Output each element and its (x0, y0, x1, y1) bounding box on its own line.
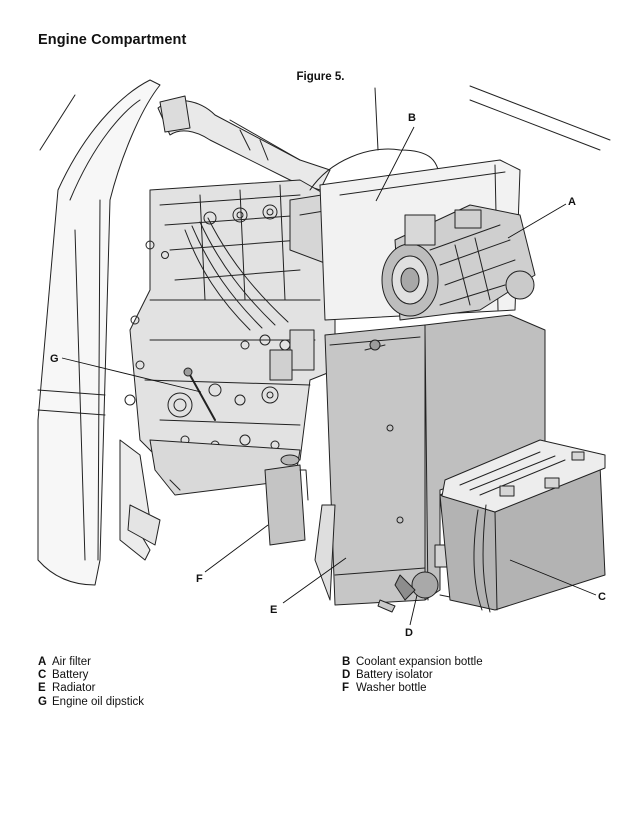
callout-label-f: F (196, 573, 203, 585)
callout-leader-g (61, 357, 202, 393)
legend-label: Washer bottle (356, 682, 427, 695)
legend-key: A (38, 656, 47, 668)
background-line (374, 87, 379, 151)
callout-leader-b (375, 126, 415, 202)
page-title: Engine Compartment (38, 32, 187, 48)
engine-block (124, 179, 336, 471)
legend-label: Air filter (52, 656, 91, 668)
battery-isolator (377, 544, 456, 613)
callout-leader-e (282, 557, 347, 604)
callout-label-d: D (405, 627, 413, 639)
legend-item: B Coolant expansion bottle (342, 656, 483, 669)
legend-key: D (342, 669, 351, 682)
background-line (469, 99, 601, 151)
legend-item: F Washer bottle (342, 682, 483, 695)
callout-leader-a (507, 203, 567, 239)
legend-item: G Engine oil dipstick (38, 696, 144, 709)
legend-key: G (38, 695, 47, 708)
callout-leader-c (509, 559, 597, 596)
legend-label: Radiator (52, 682, 96, 695)
legend-left: A Air filter C Battery E Radiator G Engine o… (38, 656, 144, 709)
oil-sump (149, 439, 301, 496)
battery (439, 439, 606, 613)
legend-label: Battery isolator (356, 669, 433, 682)
washer-bottle (264, 454, 309, 546)
legend-key: B (342, 656, 351, 668)
callout-label-a: A (568, 196, 576, 208)
callout-leader-f (204, 524, 269, 573)
background-line (469, 85, 611, 141)
legend-label: Battery (52, 669, 89, 682)
legend-item: A Air filter (38, 656, 144, 669)
air-filter (381, 204, 536, 321)
legend-label: Engine oil dipstick (52, 695, 145, 708)
legend-item: D Battery isolator (342, 669, 483, 682)
legend-item: C Battery (38, 669, 144, 682)
legend-key: F (342, 682, 350, 695)
legend-right: B Coolant expansion bottle D Battery isola… (342, 656, 483, 696)
callout-label-c: C (598, 591, 606, 603)
callout-label-g: G (50, 353, 59, 365)
callout-label-b: B (408, 112, 416, 124)
figure-caption: Figure 5. (296, 71, 345, 83)
callout-label-e: E (270, 604, 277, 616)
cab-frame (37, 79, 161, 586)
radiator (314, 314, 546, 606)
legend-key: E (38, 682, 46, 695)
legend-item: E Radiator (38, 682, 144, 695)
legend-key: C (38, 669, 47, 682)
callout-leader-d (409, 594, 418, 626)
intake-hose (157, 95, 331, 191)
background-line (39, 94, 76, 151)
oil-dipstick (189, 374, 216, 421)
legend-label: Coolant expansion bottle (356, 656, 483, 668)
